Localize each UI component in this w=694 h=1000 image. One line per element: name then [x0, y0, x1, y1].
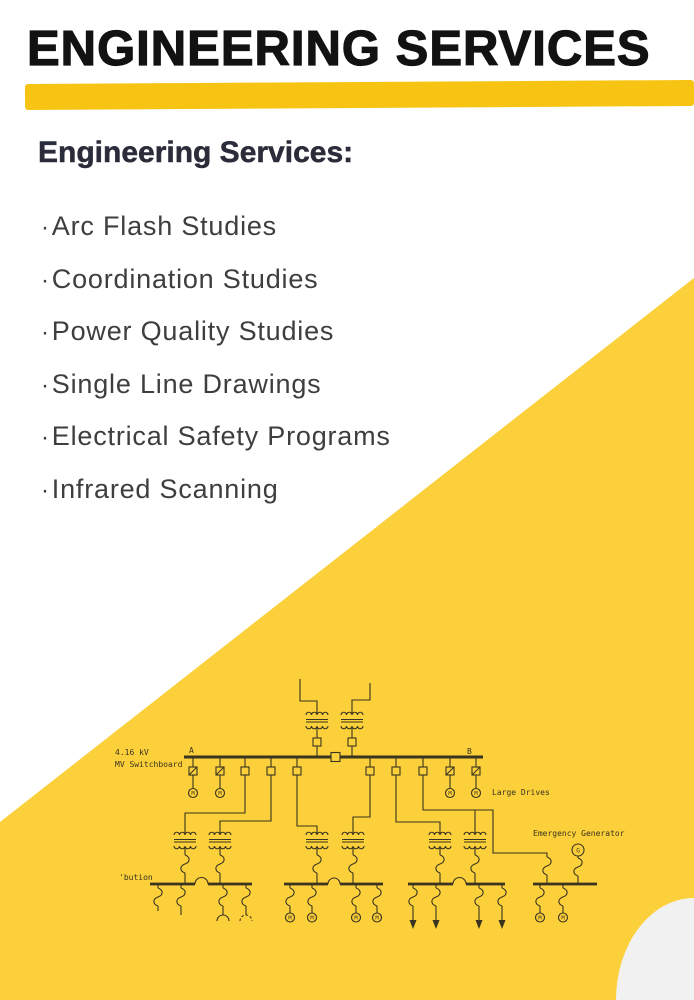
- motor-icon: [306, 912, 318, 923]
- load-arrow-icon: [409, 920, 417, 929]
- bullet-icon: ·: [41, 214, 50, 241]
- diagram-labels: 4.16 kV MV Switchboard A B Large Drives …: [115, 746, 625, 922]
- service-label: Coordination Studies: [51, 263, 319, 294]
- fused-switch-icon: [445, 766, 455, 776]
- feeder-route: [395, 775, 441, 835]
- transformer-icon: [208, 831, 232, 850]
- motor-icon: [350, 912, 362, 923]
- motor-letter: M: [538, 916, 542, 922]
- motor-icon: [214, 787, 226, 799]
- transformer-icon: [340, 711, 364, 730]
- load-arrow-icon: [475, 920, 483, 929]
- service-label: Arc Flash Studies: [51, 211, 277, 241]
- motor-letter: M: [288, 916, 292, 922]
- motor-letter: M: [354, 916, 358, 922]
- motor-icon: [371, 912, 383, 923]
- bus-tie-arc-icon: [194, 876, 467, 885]
- feeder-route: [352, 775, 371, 835]
- page-title: ENGINEERING SERVICES: [26, 22, 651, 76]
- transformer-icon: [341, 831, 365, 850]
- breaker-icon: [347, 737, 357, 747]
- service-label: Single Line Drawings: [51, 368, 322, 399]
- breaker-icon: [312, 737, 322, 747]
- diagram-lines: [150, 679, 597, 929]
- motor-letter: M: [218, 791, 222, 797]
- breaker-icon: [391, 766, 401, 776]
- breaker-icon: [266, 766, 276, 776]
- fused-switch-icon: [471, 766, 481, 776]
- motor-icon: [444, 787, 456, 799]
- breaker-icon: [365, 766, 375, 776]
- motor-letter: M: [561, 916, 565, 922]
- fused-switch-icon: [188, 766, 198, 776]
- motor-icon: [187, 787, 199, 799]
- list-item: ·Coordination Studies: [41, 264, 391, 317]
- load-arrow-icon: [432, 920, 440, 929]
- motor-icon: [557, 912, 569, 923]
- motor-icon: [284, 912, 296, 923]
- utility-feeder-line: [299, 679, 318, 715]
- fused-switch-icon: [215, 766, 225, 776]
- feeder-route: [296, 775, 318, 835]
- transformer-icon: [305, 711, 329, 730]
- motor-letter: M: [191, 791, 195, 797]
- feeder-route: [422, 775, 548, 857]
- list-item: ·Electrical Safety Programs: [41, 421, 391, 474]
- bullet-icon: ·: [41, 371, 50, 399]
- bullet-icon: ·: [41, 424, 50, 452]
- load-arrow-icon: [498, 920, 506, 929]
- section-heading: Engineering Services:: [38, 136, 354, 170]
- generator-letter: G: [576, 847, 580, 854]
- list-item: ·Single Line Drawings: [41, 369, 391, 422]
- list-item: ·Arc Flash Studies: [41, 211, 391, 264]
- bus-b-label: B: [467, 747, 472, 756]
- transformer-icon: [305, 831, 329, 850]
- switchboard-label: MV Switchboard: [115, 760, 183, 769]
- list-item: ·Infrared Scanning: [41, 474, 391, 527]
- motor-letter: M: [448, 791, 452, 797]
- motor-letter: M: [375, 916, 379, 922]
- large-drives-label: Large Drives: [492, 788, 550, 797]
- transformer-icon: [173, 831, 197, 850]
- feeder-route: [184, 775, 246, 835]
- breaker-icon: [240, 766, 250, 776]
- bullet-icon: ·: [41, 266, 50, 294]
- feeder-route: [219, 775, 272, 835]
- breaker-squiggle-icon: [542, 856, 552, 876]
- distribution-label: 'bution: [119, 873, 153, 882]
- service-label: Power Quality Studies: [51, 316, 335, 347]
- bullet-icon: ·: [41, 476, 50, 504]
- breaker-icon: [292, 766, 302, 776]
- list-item: ·Power Quality Studies: [41, 316, 391, 369]
- voltage-label: 4.16 kV: [115, 748, 149, 757]
- service-label: Infrared Scanning: [51, 473, 279, 504]
- transformer-icon: [428, 831, 452, 850]
- transformer-icon: [463, 831, 487, 850]
- breaker-icon: [418, 766, 428, 776]
- load-arc-icon: [216, 914, 230, 922]
- emergency-generator-label: Emergency Generator: [533, 829, 625, 838]
- services-list: ·Arc Flash Studies ·Coordination Studies…: [41, 211, 391, 527]
- motor-icon: [470, 787, 482, 799]
- service-label: Electrical Safety Programs: [51, 421, 391, 452]
- motor-letter: M: [474, 791, 478, 797]
- bus-a-label: A: [189, 746, 194, 755]
- utility-feeder-line: [351, 683, 371, 715]
- load-arc-icon: [239, 914, 253, 922]
- motor-icon: [534, 912, 546, 923]
- bus-tie-breaker-icon: [330, 751, 341, 763]
- bullet-icon: ·: [41, 319, 50, 347]
- motor-letter: M: [310, 916, 314, 922]
